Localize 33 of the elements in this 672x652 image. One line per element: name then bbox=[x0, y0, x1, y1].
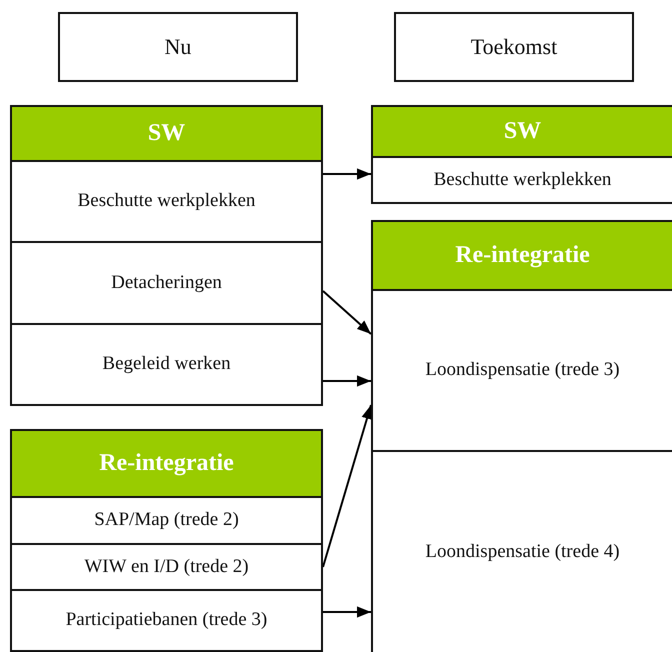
table-row-cell bbox=[10, 496, 323, 545]
cell-text: Toekomst bbox=[470, 32, 558, 61]
cell-text: Begeleid werken bbox=[102, 352, 231, 376]
cell-text: Participatiebanen (trede 3) bbox=[66, 608, 268, 632]
arrow bbox=[323, 168, 371, 180]
header-cell bbox=[10, 429, 323, 498]
cell-text: Nu bbox=[164, 32, 192, 61]
cell-text: Beschutte werkplekken bbox=[78, 189, 256, 214]
table-row-cell bbox=[10, 589, 323, 652]
cell-text: SAP/Map (trede 2) bbox=[94, 508, 239, 532]
table-row-cell bbox=[371, 156, 672, 204]
column-title-box bbox=[394, 12, 634, 82]
cell-text: Beschutte werkplekken bbox=[434, 168, 612, 192]
cell-text: SW bbox=[148, 118, 186, 148]
cell-text: Loondispensatie (trede 3) bbox=[425, 358, 620, 382]
column-title-box bbox=[58, 12, 298, 82]
cell-text: Loondispensatie (trede 4) bbox=[425, 540, 620, 564]
table-row-cell bbox=[10, 160, 323, 243]
table-row-cell bbox=[10, 241, 323, 325]
cell-text: Detacheringen bbox=[111, 270, 222, 295]
arrow bbox=[323, 375, 371, 387]
cell-text: WIW en I/D (trede 2) bbox=[84, 554, 249, 579]
cell-text: Re-integratie bbox=[455, 240, 590, 270]
header-cell bbox=[371, 220, 672, 291]
arrow bbox=[322, 404, 372, 568]
table-row-cell bbox=[10, 323, 323, 406]
arrow bbox=[323, 606, 371, 618]
arrow bbox=[322, 290, 372, 335]
header-cell bbox=[371, 105, 672, 158]
header-cell bbox=[10, 105, 323, 162]
table-row-cell bbox=[10, 543, 323, 591]
cell-text: Re-integratie bbox=[99, 448, 234, 478]
cell-text: SW bbox=[504, 116, 542, 146]
